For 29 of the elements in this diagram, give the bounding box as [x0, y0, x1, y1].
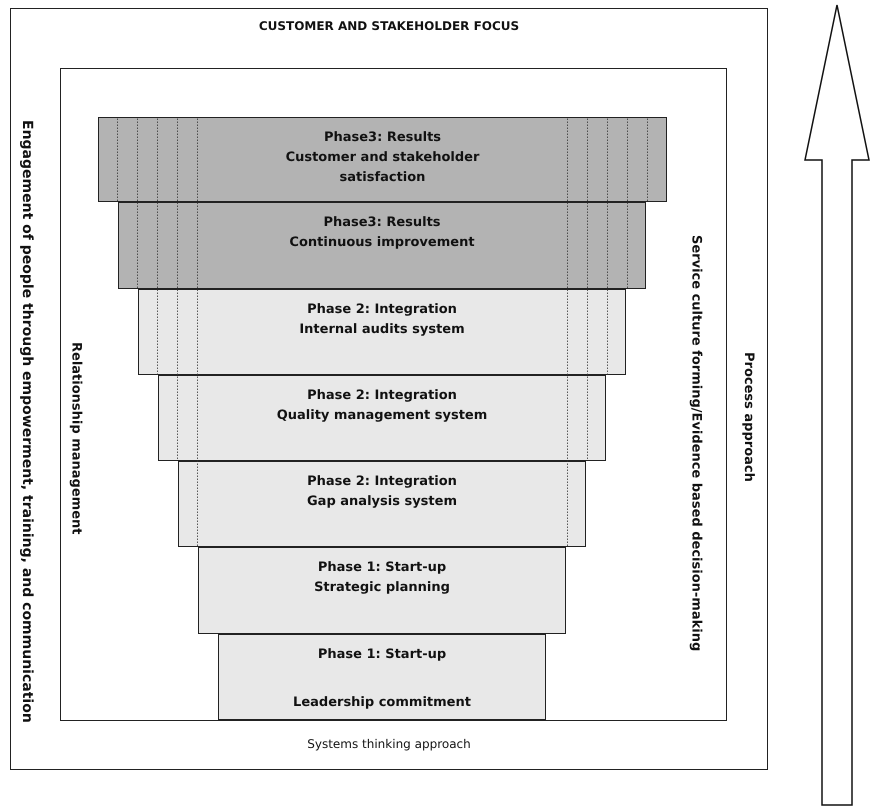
- phase-heading: Phase3: Results: [324, 129, 442, 147]
- phase-box: [138, 289, 626, 375]
- side-label: Service culture forming/Evidence based decision-making: [688, 234, 704, 654]
- phase-text: Leadership commitment: [293, 694, 471, 712]
- phase-heading: Phase 2: Integration: [307, 473, 457, 491]
- phase-text: Gap analysis system: [307, 493, 457, 511]
- inner-frame: [60, 68, 726, 720]
- phase-box: [218, 634, 546, 720]
- phase-text: Continuous improvement: [289, 234, 475, 252]
- side-label: Relationship management: [68, 341, 84, 537]
- phase-heading: Phase 2: Integration: [307, 387, 457, 405]
- phase-box: [198, 547, 566, 634]
- phase-heading: Phase 2: Integration: [307, 301, 457, 319]
- phase-heading: Phase 1: Start-up: [318, 646, 446, 664]
- phase-box: [178, 461, 586, 547]
- side-label: Engagement of people through empowerment, training, and communication: [19, 118, 35, 724]
- phase-text: Internal audits system: [299, 321, 465, 339]
- phase-box: [98, 117, 667, 202]
- phase-text: Customer and stakeholder satisfaction: [284, 149, 480, 187]
- phase-heading: Phase3: Results: [323, 214, 441, 232]
- side-label: Process approach: [741, 351, 756, 484]
- phase-box: [118, 202, 646, 289]
- phase-box: [158, 375, 606, 461]
- phase-text: Quality management system: [276, 407, 488, 425]
- phase-text: Strategic planning: [314, 579, 450, 597]
- bottom-label: Systems thinking approach: [306, 737, 472, 751]
- outer-frame: [10, 8, 768, 770]
- frame-title: CUSTOMER AND STAKEHOLDER FOCUS: [258, 19, 520, 33]
- phase-heading: Phase 1: Start-up: [318, 559, 446, 577]
